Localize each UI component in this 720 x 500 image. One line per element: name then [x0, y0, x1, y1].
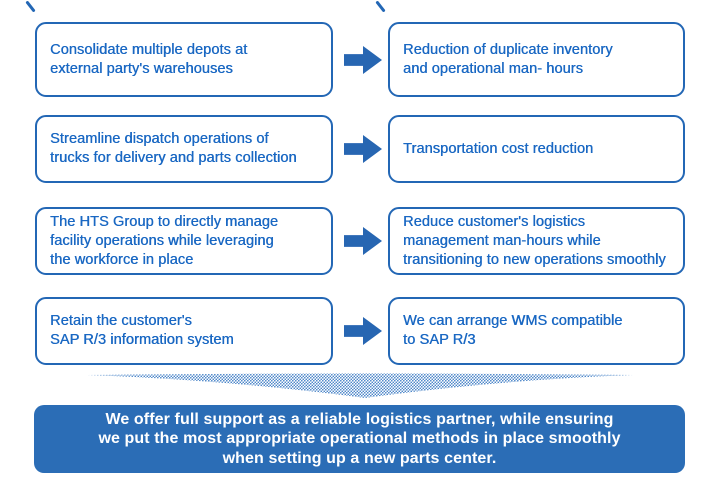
cause-text-4: Retain the customer's SAP R/3 informatio…	[50, 313, 234, 348]
effect-text-3: Reduce customer's logistics management m…	[403, 213, 666, 268]
right-arrow-icon-1	[344, 46, 382, 74]
cause-box-4: Retain the customer's SAP R/3 informatio…	[35, 297, 333, 365]
effect-text-4: We can arrange WMS compatible to SAP R/3	[403, 313, 623, 348]
cause-box-1: Consolidate multiple depots at external …	[35, 22, 333, 97]
top-crop-mark-right	[375, 0, 386, 13]
cause-text-1: Consolidate multiple depots at external …	[50, 41, 248, 77]
summary-banner: We offer full support as a reliable logi…	[34, 405, 685, 473]
right-arrow-icon-3	[344, 227, 382, 255]
cause-text-3: The HTS Group to directly manage facilit…	[50, 213, 279, 268]
top-crop-mark-left	[25, 0, 36, 13]
summary-text: We offer full support as a reliable logi…	[98, 410, 621, 467]
cause-text-2: Streamline dispatch operations of trucks…	[50, 131, 297, 166]
effect-box-3: Reduce customer's logistics management m…	[388, 207, 685, 275]
effect-box-2: Transportation cost reduction	[388, 115, 685, 183]
right-arrow-icon-2	[344, 135, 382, 163]
effect-box-1: Reduction of duplicate inventory and ope…	[388, 22, 685, 97]
effect-text-2: Transportation cost reduction	[403, 140, 594, 157]
effect-text-1: Reduction of duplicate inventory and ope…	[403, 41, 613, 77]
cause-box-2: Streamline dispatch operations of trucks…	[35, 115, 333, 183]
chevron-down-icon	[87, 373, 633, 398]
effect-box-4: We can arrange WMS compatible to SAP R/3	[388, 297, 685, 365]
right-arrow-icon-4	[344, 317, 382, 345]
cause-box-3: The HTS Group to directly manage facilit…	[35, 207, 333, 275]
